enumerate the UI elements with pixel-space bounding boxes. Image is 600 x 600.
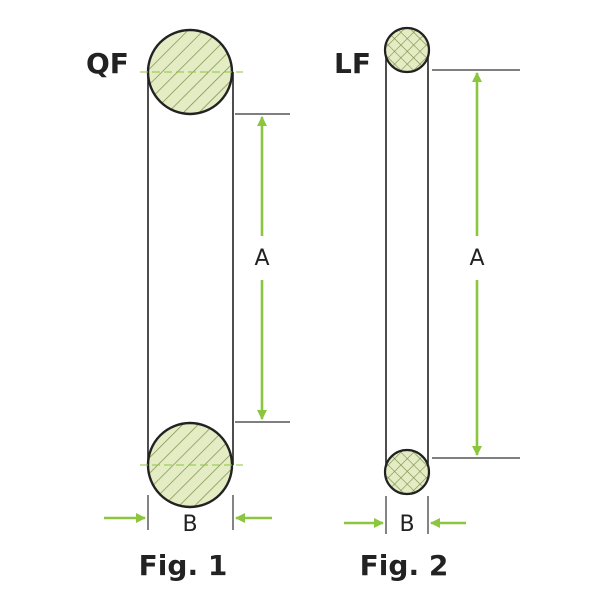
fig2-type-label: LF	[334, 47, 371, 80]
figure-1: QF A B Fig. 1	[86, 28, 290, 582]
figure-2: LF A B Fig. 2	[334, 26, 520, 582]
fig2-top-cross-section	[383, 26, 431, 74]
fig2-bottom-cross-section	[383, 448, 431, 496]
fig1-caption: Fig. 1	[139, 549, 228, 582]
fig2-caption: Fig. 2	[360, 549, 449, 582]
fig1-dim-b-label: B	[182, 512, 197, 537]
fig1-type-label: QF	[86, 47, 129, 80]
fig2-dim-b-label: B	[399, 512, 414, 537]
fig2-dim-a-label: A	[469, 246, 484, 271]
fig1-dim-a-label: A	[254, 246, 269, 271]
